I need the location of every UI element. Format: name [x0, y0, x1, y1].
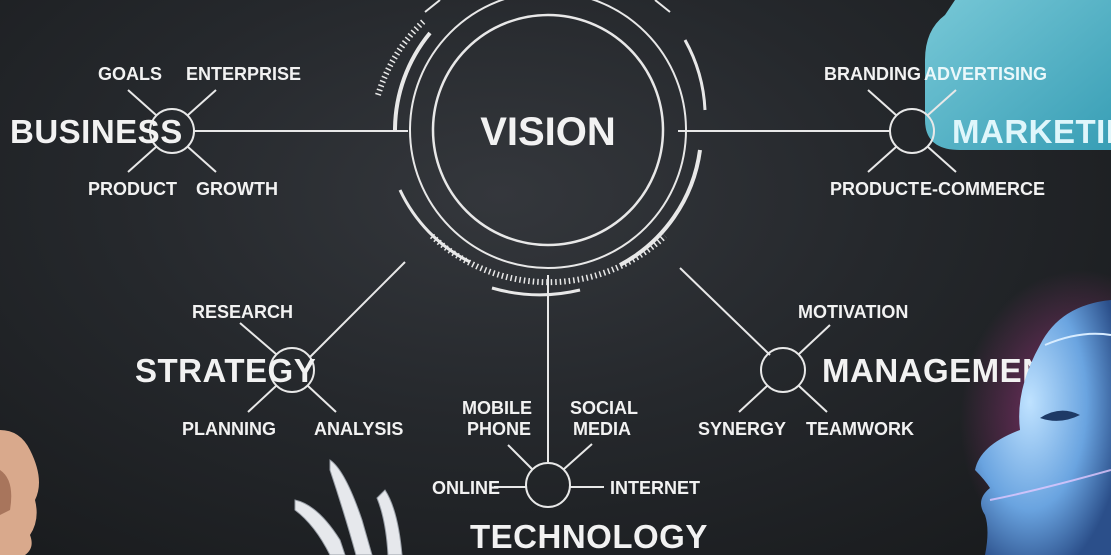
human-face-shadow [0, 470, 12, 515]
accent-panel [925, 0, 1111, 150]
teamwork-label: TEAMWORK [806, 419, 914, 439]
planning-label: PLANNING [182, 419, 276, 439]
growth-label: GROWTH [196, 179, 278, 199]
online-label: ONLINE [432, 478, 500, 498]
product-label-marketing: PRODUCT [830, 179, 919, 199]
vision-label: VISION [480, 110, 616, 154]
internet-label: INTERNET [610, 478, 700, 498]
marketing-node [867, 89, 957, 173]
strategy-label: STRATEGY [135, 352, 316, 389]
technology-node [494, 443, 604, 508]
advertising-label: ADVERTISING [924, 64, 1047, 84]
management-node [738, 324, 831, 413]
technology-label: TECHNOLOGY [470, 518, 708, 555]
robot-head [975, 300, 1111, 555]
goals-label: GOALS [98, 64, 162, 84]
social-label: SOCIAL [570, 398, 638, 418]
mobile-label: MOBILE [462, 398, 532, 418]
connectors [195, 130, 890, 462]
motivation-label: MOTIVATION [798, 302, 908, 322]
analysis-label: ANALYSIS [314, 419, 403, 439]
strategy-node [239, 322, 337, 413]
phone-label: PHONE [467, 419, 531, 439]
ecommerce-label: E-COMMERCE [920, 179, 1045, 199]
business-label: BUSINESS [10, 113, 183, 150]
product-label-business: PRODUCT [88, 179, 177, 199]
robot-hand [294, 459, 403, 555]
research-label: RESEARCH [192, 302, 293, 322]
media-label: MEDIA [573, 419, 631, 439]
human-face [0, 430, 39, 555]
marketing-label: MARKETING [952, 113, 1111, 150]
enterprise-label: ENTERPRISE [186, 64, 301, 84]
business-node [127, 89, 217, 173]
synergy-label: SYNERGY [698, 419, 786, 439]
branding-label: BRANDING [824, 64, 921, 84]
